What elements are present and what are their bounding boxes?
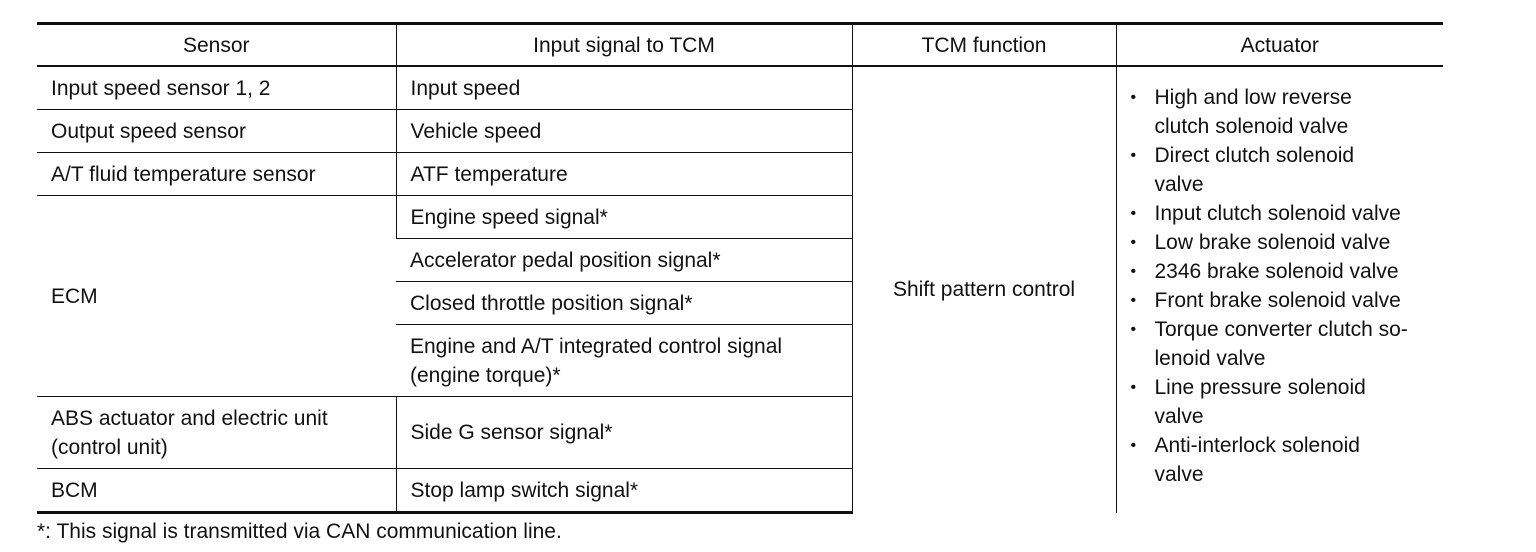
header-actuator: Actuator bbox=[1115, 23, 1443, 66]
signal-cell: Side G sensor signal* bbox=[395, 396, 852, 469]
list-item: Line pressure solenoid valve bbox=[1129, 373, 1434, 431]
sensor-signal-table: Sensor Input signal to TCM TCM function … bbox=[37, 22, 1443, 514]
signal-cell: Input speed bbox=[395, 65, 852, 110]
list-item: Front brake solenoid valve bbox=[1129, 286, 1434, 315]
header-input-signal: Input signal to TCM bbox=[395, 23, 852, 66]
table-row: Accelerator pedal position signal* bbox=[37, 238, 1443, 282]
sensor-cell: ABS actuator and electric unit (control … bbox=[37, 396, 396, 469]
signal-cell: Closed throttle position signal* bbox=[396, 281, 852, 325]
sensor-cell: Input speed sensor 1, 2 bbox=[37, 65, 396, 110]
list-item: Direct clutch solenoid valve bbox=[1129, 141, 1434, 199]
header-sensor: Sensor bbox=[182, 33, 250, 57]
actuator-cell: High and low reverse clutch solenoid val… bbox=[1115, 65, 1443, 513]
table-row: Engine and A/T integrated control signal… bbox=[37, 324, 1443, 397]
sensor-cell-ecm: ECM bbox=[37, 195, 396, 397]
table-row: Closed throttle position signal* bbox=[37, 281, 1443, 325]
table-row: Output speed sensor Vehicle speed bbox=[37, 109, 1443, 153]
sensor-cell: A/T fluid temperature sensor bbox=[37, 152, 396, 196]
signal-cell: ATF temperature bbox=[395, 152, 852, 196]
signal-cell: Engine and A/T integrated control signal… bbox=[396, 324, 852, 397]
sensor-cell: Output speed sensor bbox=[37, 109, 396, 153]
signal-cell: Accelerator pedal position signal* bbox=[396, 238, 852, 282]
table-row: ECM Engine speed signal* bbox=[37, 195, 1443, 397]
table-row: BCM Stop lamp switch signal* bbox=[37, 468, 1443, 514]
footnote: *: This signal is transmitted via CAN co… bbox=[37, 520, 562, 543]
list-item: Anti-interlock solenoid valve bbox=[1129, 431, 1434, 489]
list-item: Input clutch solenoid valve bbox=[1129, 199, 1434, 228]
list-item: 2346 brake solenoid valve bbox=[1129, 257, 1434, 286]
signal-cell: Vehicle speed bbox=[395, 109, 852, 153]
list-item: Torque converter clutch so- lenoid valve bbox=[1129, 315, 1434, 373]
signal-cell: Stop lamp switch signal* bbox=[395, 468, 852, 514]
signal-cell: Engine speed signal* bbox=[395, 195, 852, 239]
table-row: Input speed sensor 1, 2 Input speed Shif… bbox=[37, 65, 1443, 513]
list-item: Low brake solenoid valve bbox=[1129, 228, 1434, 257]
table-header-row: Sensor Input signal to TCM TCM function … bbox=[37, 23, 1443, 66]
actuator-list: High and low reverse clutch solenoid val… bbox=[1129, 83, 1434, 489]
sensor-cell: BCM bbox=[37, 468, 396, 514]
list-item: High and low reverse clutch solenoid val… bbox=[1129, 83, 1434, 141]
tcm-function-cell: Shift pattern control bbox=[851, 65, 1116, 513]
spec-table-container: Sensor Input signal to TCM TCM function … bbox=[37, 22, 1443, 514]
header-tcm-function: TCM function bbox=[851, 23, 1116, 66]
table-row: A/T fluid temperature sensor ATF tempera… bbox=[37, 152, 1443, 196]
table-row: ABS actuator and electric unit (control … bbox=[37, 396, 1443, 469]
